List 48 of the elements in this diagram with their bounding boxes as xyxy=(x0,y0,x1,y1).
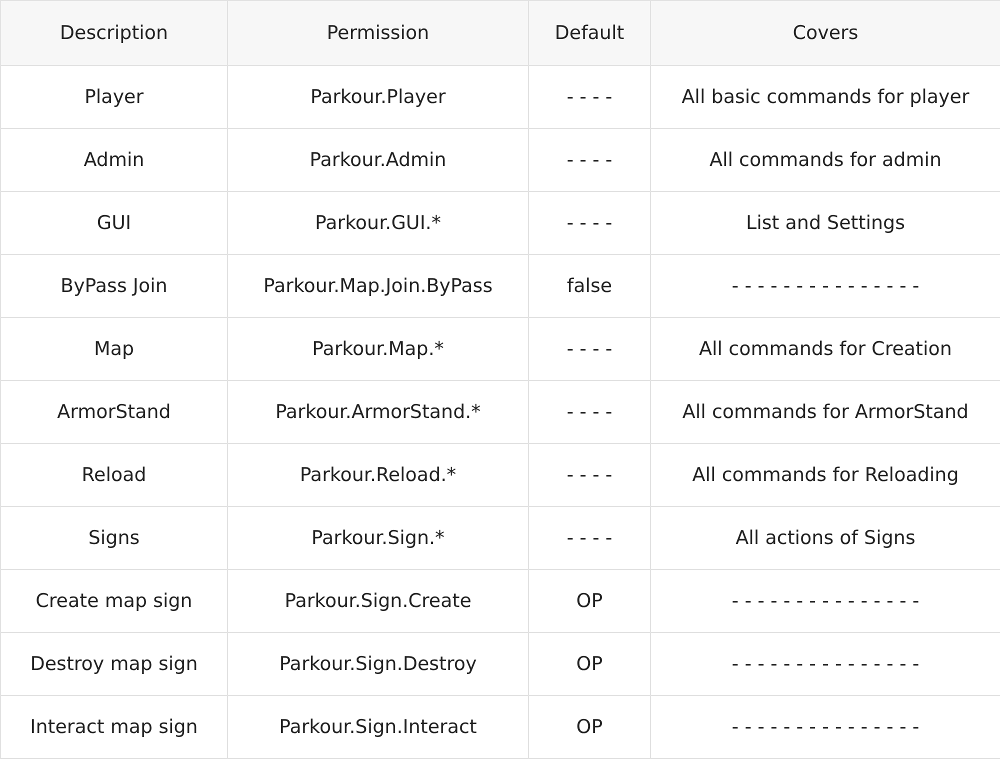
table-entry: Parkour.GUI.* xyxy=(315,212,441,234)
column-header: Description xyxy=(60,22,168,44)
table-entry: All actions of Signs xyxy=(736,527,916,549)
table-entry: - - - - - - - - - - - - - - - xyxy=(732,716,920,738)
table-entry: - - - - - - - - - - - - - - - xyxy=(732,590,920,612)
table-entry: - - - - - - - - - - - - - - - xyxy=(732,653,920,675)
table-entry: - - - - xyxy=(566,338,612,360)
table-entry: Interact map sign xyxy=(30,716,198,738)
table-entry: OP xyxy=(576,716,603,738)
table-entry: Admin xyxy=(84,149,144,171)
table-entry: Parkour.Sign.Destroy xyxy=(279,653,477,675)
table-entry: All commands for admin xyxy=(709,149,942,171)
table-entry: All commands for Reloading xyxy=(692,464,959,486)
column-header: Covers xyxy=(792,22,858,44)
table-entry: Parkour.Sign.Interact xyxy=(279,716,477,738)
table-entry: GUI xyxy=(96,212,132,234)
table-entry: Parkour.Sign.Create xyxy=(284,590,472,612)
column-header: Default xyxy=(554,22,624,44)
table-entry: Reload xyxy=(82,464,146,486)
table-entry: All commands for Creation xyxy=(699,338,952,360)
table-entry: false xyxy=(566,275,612,297)
table-entry: All basic commands for player xyxy=(682,86,970,108)
table-entry: Player xyxy=(84,86,144,108)
table-entry: Destroy map sign xyxy=(30,653,198,675)
table-entry: Parkour.Admin xyxy=(310,149,446,171)
column-header: Permission xyxy=(326,22,430,44)
table-entry: - - - - xyxy=(566,149,612,171)
table-entry: - - - - xyxy=(566,401,612,423)
table-entry: Parkour.ArmorStand.* xyxy=(275,401,481,423)
table-entry: ByPass Join xyxy=(60,275,168,297)
table-entry: List and Settings xyxy=(746,212,905,234)
table-entry: - - - - - - - - - - - - - - - xyxy=(732,275,920,297)
table-entry: ArmorStand xyxy=(57,401,171,423)
table-entry: - - - - xyxy=(566,212,612,234)
table-entry: Parkour.Player xyxy=(310,86,446,108)
table-entry: - - - - xyxy=(566,464,612,486)
table-entry: Parkour.Map.* xyxy=(312,338,444,360)
table-entry: Create map sign xyxy=(36,590,192,612)
table-entry: Map xyxy=(94,338,134,360)
table-entry: Parkour.Reload.* xyxy=(300,464,456,486)
table-entry: Signs xyxy=(88,527,140,549)
table-entry: OP xyxy=(576,653,603,675)
table-entry: OP xyxy=(576,590,603,612)
table-entry: Parkour.Map.Join.ByPass xyxy=(263,275,493,297)
table-entry: - - - - xyxy=(566,86,612,108)
table-entry: Parkour.Sign.* xyxy=(311,527,445,549)
table-entry: - - - - xyxy=(566,527,612,549)
table-entry: All commands for ArmorStand xyxy=(682,401,969,423)
